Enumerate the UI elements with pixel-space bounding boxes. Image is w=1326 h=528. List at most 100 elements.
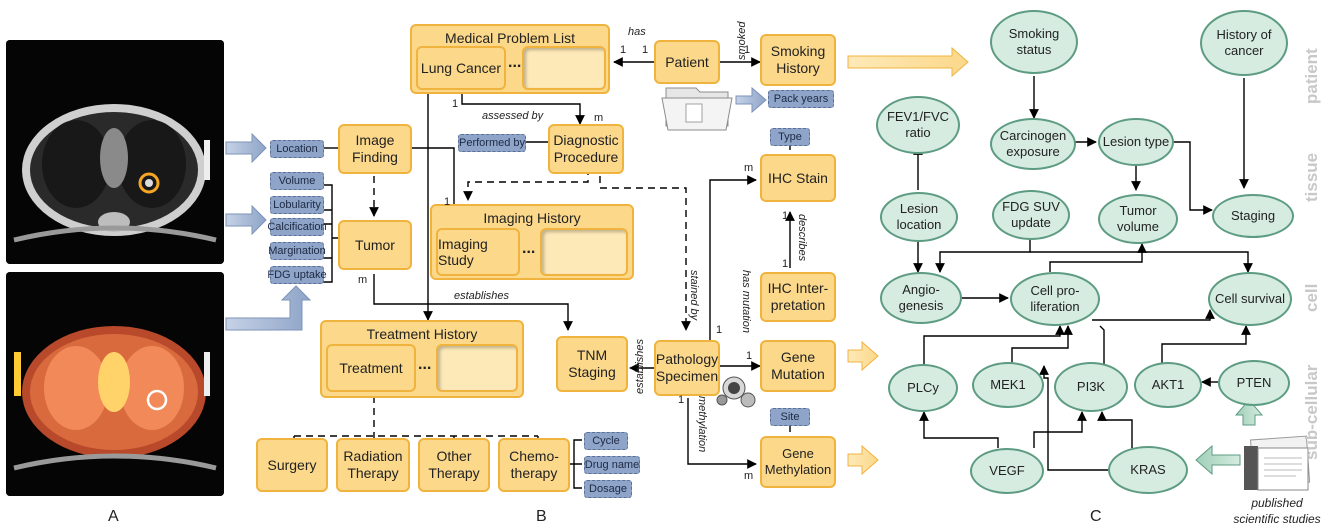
relation-establishes-1: establishes xyxy=(454,290,510,302)
ellipsis-1: ... xyxy=(508,54,522,71)
imaging-history-title: Imaging History xyxy=(483,210,581,226)
ct-scan-drawing xyxy=(6,40,224,264)
node-cell-proliferation: Cell pro-liferation xyxy=(1010,272,1100,326)
node-lesion-location: Lesion location xyxy=(880,192,958,242)
chemotherapy-box: Chemo-therapy xyxy=(498,438,570,492)
node-history-of-cancer: History of cancer xyxy=(1200,10,1288,76)
card-m3: m xyxy=(744,162,754,174)
history-of-cancer-label: History of cancer xyxy=(1216,27,1272,58)
panel-label-b: B xyxy=(536,508,547,525)
medical-problem-list-title: Medical Problem List xyxy=(445,30,575,46)
relation-assessed-by: assessed by xyxy=(482,110,544,122)
fdg-suv-update-label: FDG SUV update xyxy=(1002,199,1060,230)
treatment-history-title: Treatment History xyxy=(366,326,478,342)
chemotherapy-label: Chemo-therapy xyxy=(509,448,559,481)
pi3k-label: PI3K xyxy=(1076,379,1106,395)
gene-mutation-box: Gene Mutation xyxy=(760,340,836,392)
gene-mutation-label: Gene Mutation xyxy=(771,349,825,382)
ihc-stain-box: IHC Stain xyxy=(760,154,836,202)
card-1f: 1 xyxy=(782,210,789,222)
ihc-stain-label: IHC Stain xyxy=(768,169,828,186)
node-pten: PTEN xyxy=(1218,360,1290,406)
radiation-therapy-box: Radiation Therapy xyxy=(336,438,410,492)
surgery-box: Surgery xyxy=(256,438,328,492)
drug-name-attr: Drug name xyxy=(584,456,640,474)
node-kras: KRAS xyxy=(1108,446,1188,494)
pathology-specimen-label: Pathology Specimen xyxy=(655,351,719,384)
card-m1: m xyxy=(594,112,604,124)
dosage-attr: Dosage xyxy=(584,480,632,498)
node-mek1: MEK1 xyxy=(972,362,1044,408)
image-finding-label: Image Finding xyxy=(352,132,398,165)
ihc-interpretation-box: IHC Inter-pretation xyxy=(760,272,836,322)
card-1g: 1 xyxy=(782,258,789,270)
level-cell: cell xyxy=(1302,283,1321,312)
pten-label: PTEN xyxy=(1236,375,1272,391)
type-attr: Type xyxy=(770,128,810,146)
tumor-box: Tumor xyxy=(338,220,412,270)
fev1-fvc-label: FEV1/FVC ratio xyxy=(886,109,950,140)
staging-label: Staging xyxy=(1230,208,1276,224)
tnm-staging-box: TNM Staging xyxy=(556,336,628,392)
problem-placeholder xyxy=(522,46,606,90)
relation-describes: describes xyxy=(796,214,808,262)
folder-icon xyxy=(661,87,733,131)
relation-has-mutation: has mutation xyxy=(740,270,752,333)
imaging-placeholder xyxy=(540,228,628,276)
calcification-attr: Calcification xyxy=(267,218,327,236)
node-lesion-type: Lesion type xyxy=(1098,118,1174,166)
pet-ct-scan-drawing xyxy=(6,272,224,496)
patient-label: Patient xyxy=(665,53,709,70)
smoking-history-label: Smoking History xyxy=(770,43,826,76)
surgery-label: Surgery xyxy=(267,456,317,473)
imaging-study-box: Imaging Study xyxy=(436,228,520,276)
ct-scan-image xyxy=(6,40,224,264)
lung-cancer-label: Lung Cancer xyxy=(420,60,502,76)
card-1e: 1 xyxy=(444,196,451,208)
node-carcinogen-exposure: Carcinogen exposure xyxy=(990,118,1076,170)
card-1i: 1 xyxy=(746,350,753,362)
diagnostic-procedure-label: Diagnostic Procedure xyxy=(553,132,619,165)
relation-stained-by: stained by xyxy=(688,270,700,321)
node-smoking-status: Smoking status xyxy=(990,10,1078,74)
microscopy-icon xyxy=(716,376,756,408)
akt1-label: AKT1 xyxy=(1151,377,1185,393)
diagnostic-procedure-box: Diagnostic Procedure xyxy=(548,124,624,174)
panel-label-a: A xyxy=(108,508,119,525)
ellipsis-3: ... xyxy=(418,356,432,373)
radiation-therapy-label: Radiation Therapy xyxy=(343,448,403,481)
volume-attr: Volume xyxy=(270,172,324,190)
card-1d: 1 xyxy=(452,98,459,110)
card-1h: 1 xyxy=(716,324,723,336)
node-akt1: AKT1 xyxy=(1134,362,1202,408)
smoking-status-label: Smoking status xyxy=(1008,26,1060,57)
angiogenesis-label: Angio-genesis xyxy=(898,282,944,313)
lesion-type-label: Lesion type xyxy=(1102,134,1170,150)
card-m2: m xyxy=(358,274,368,286)
level-patient: patient xyxy=(1302,48,1321,104)
books-icon xyxy=(1244,435,1311,491)
tumor-label: Tumor xyxy=(355,236,395,253)
cell-proliferation-label: Cell pro-liferation xyxy=(1030,283,1080,314)
tumor-volume-label: Tumor volume xyxy=(1117,203,1159,234)
pathology-specimen-box: Pathology Specimen xyxy=(654,340,720,396)
relation-methylation: methylation xyxy=(696,396,708,453)
lobularity-attr: Lobularity xyxy=(270,196,324,214)
card-1b: 1 xyxy=(642,44,649,56)
level-tissue: tissue xyxy=(1302,152,1321,202)
node-vegf: VEGF xyxy=(970,448,1044,494)
location-attr: Location xyxy=(270,140,324,158)
studies-caption: published scientific studies xyxy=(1233,496,1321,526)
card-1j: 1 xyxy=(678,394,685,406)
card-m4: m xyxy=(744,470,754,482)
image-finding-box: Image Finding xyxy=(338,124,412,174)
node-fev1-fvc: FEV1/FVC ratio xyxy=(876,96,960,154)
performed-by-attr: Performed by xyxy=(458,134,526,152)
node-angiogenesis: Angio-genesis xyxy=(880,272,962,324)
card-1c: 1 xyxy=(744,44,751,56)
margination-attr: Margination xyxy=(268,242,326,260)
panel-label-c: C xyxy=(1090,508,1102,525)
lung-cancer-box: Lung Cancer xyxy=(416,46,506,90)
treatment-box: Treatment xyxy=(326,344,416,392)
